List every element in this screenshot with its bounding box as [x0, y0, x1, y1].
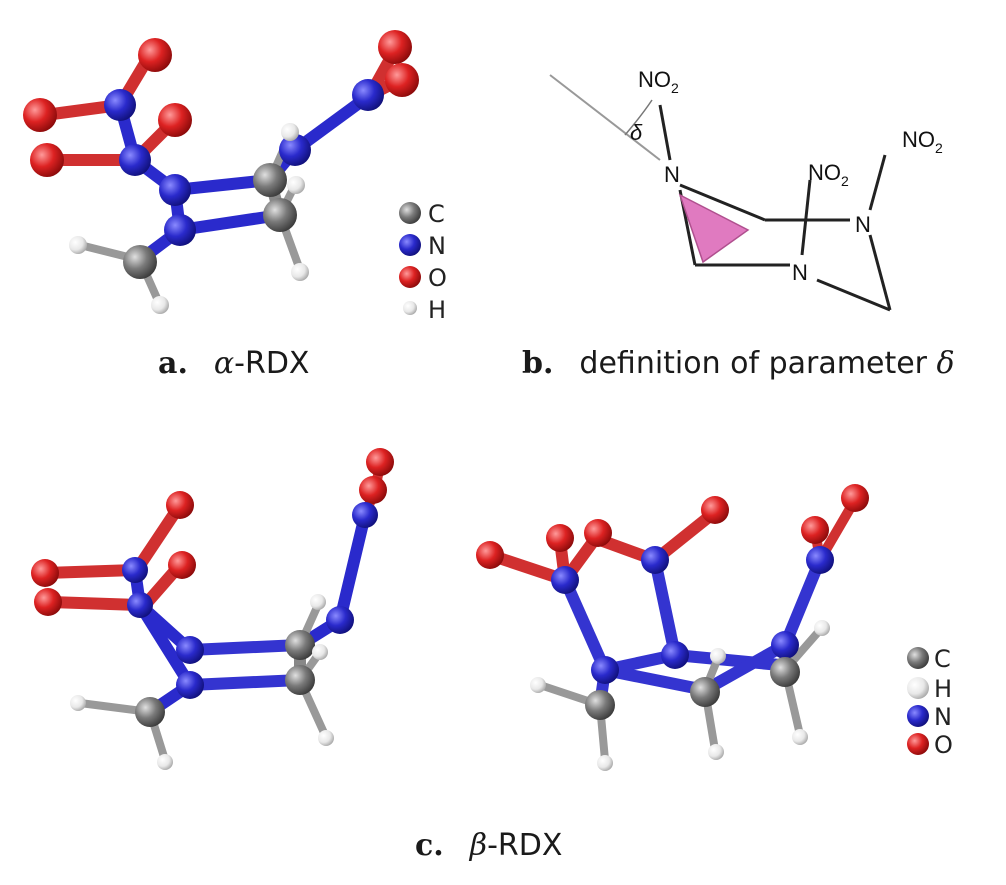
legend-c-oxygen-swatch — [907, 733, 929, 755]
legend-a-nitrogen-swatch — [399, 234, 421, 256]
ring-bonds — [658, 104, 892, 312]
panel-b-delta-definition-diagram: δ NO2 N NO2 NO2 N N — [520, 40, 990, 330]
reference-line — [549, 74, 661, 161]
caption-a-text: -RDX — [234, 346, 310, 381]
legend-a-carbon-swatch — [399, 202, 421, 224]
delta-symbol: δ — [630, 120, 643, 145]
legend-c-oxygen-label: O — [934, 731, 953, 759]
legend-c-hydrogen-swatch — [907, 677, 929, 699]
panel-c-beta-rdx-models: C H N O — [0, 430, 1006, 810]
legend-a-carbon-label: C — [428, 200, 445, 228]
caption-c-text: -RDX — [487, 828, 563, 863]
alpha-atoms — [23, 30, 419, 314]
caption-a-symbol: α — [213, 346, 235, 381]
no2-label-top: NO2 — [638, 67, 679, 96]
alpha-bonds — [39, 44, 406, 309]
caption-b-letter: b. — [522, 346, 554, 381]
legend-a-hydrogen-swatch — [403, 301, 417, 315]
n-label-bottom: N — [792, 260, 808, 285]
caption-c-symbol: β — [469, 828, 488, 863]
legend-c-nitrogen-label: N — [934, 703, 952, 731]
beta-rdx-molecules: C H N O — [31, 448, 953, 771]
alpha-rdx-molecule: C N O H — [23, 30, 447, 324]
legend-c-carbon-label: C — [934, 645, 951, 673]
n-label-right: N — [855, 212, 871, 237]
caption-c: c. β-RDX — [415, 828, 562, 863]
delta-diagram: δ NO2 N NO2 NO2 N N — [549, 67, 943, 312]
legend-c-nitrogen-swatch — [907, 705, 929, 727]
beta-view-right — [476, 484, 869, 771]
legend-a-oxygen-label: O — [428, 264, 447, 292]
caption-c-letter: c. — [415, 828, 444, 863]
caption-a-letter: a. — [158, 346, 188, 381]
delta-angle-arc — [624, 99, 653, 136]
n-label-left: N — [664, 162, 680, 187]
legend-a: C N O H — [399, 200, 447, 324]
panel-a-alpha-rdx-model: C N O H — [0, 0, 480, 340]
beta-view-left — [31, 448, 394, 770]
no2-label-right: NO2 — [902, 127, 943, 156]
legend-c-hydrogen-label: H — [934, 675, 952, 703]
legend-a-hydrogen-label: H — [428, 296, 446, 324]
caption-b-symbol: δ — [936, 346, 955, 381]
legend-a-oxygen-swatch — [399, 266, 421, 288]
no2-label-middle: NO2 — [808, 160, 849, 189]
legend-c-carbon-swatch — [907, 647, 929, 669]
legend-a-nitrogen-label: N — [428, 232, 446, 260]
caption-b: b. definition of parameter δ — [522, 346, 955, 381]
legend-c: C H N O — [907, 645, 953, 759]
caption-b-text: definition of parameter — [579, 346, 937, 381]
caption-a: a. α-RDX — [158, 346, 309, 381]
pink-triangle-plane — [678, 193, 750, 264]
